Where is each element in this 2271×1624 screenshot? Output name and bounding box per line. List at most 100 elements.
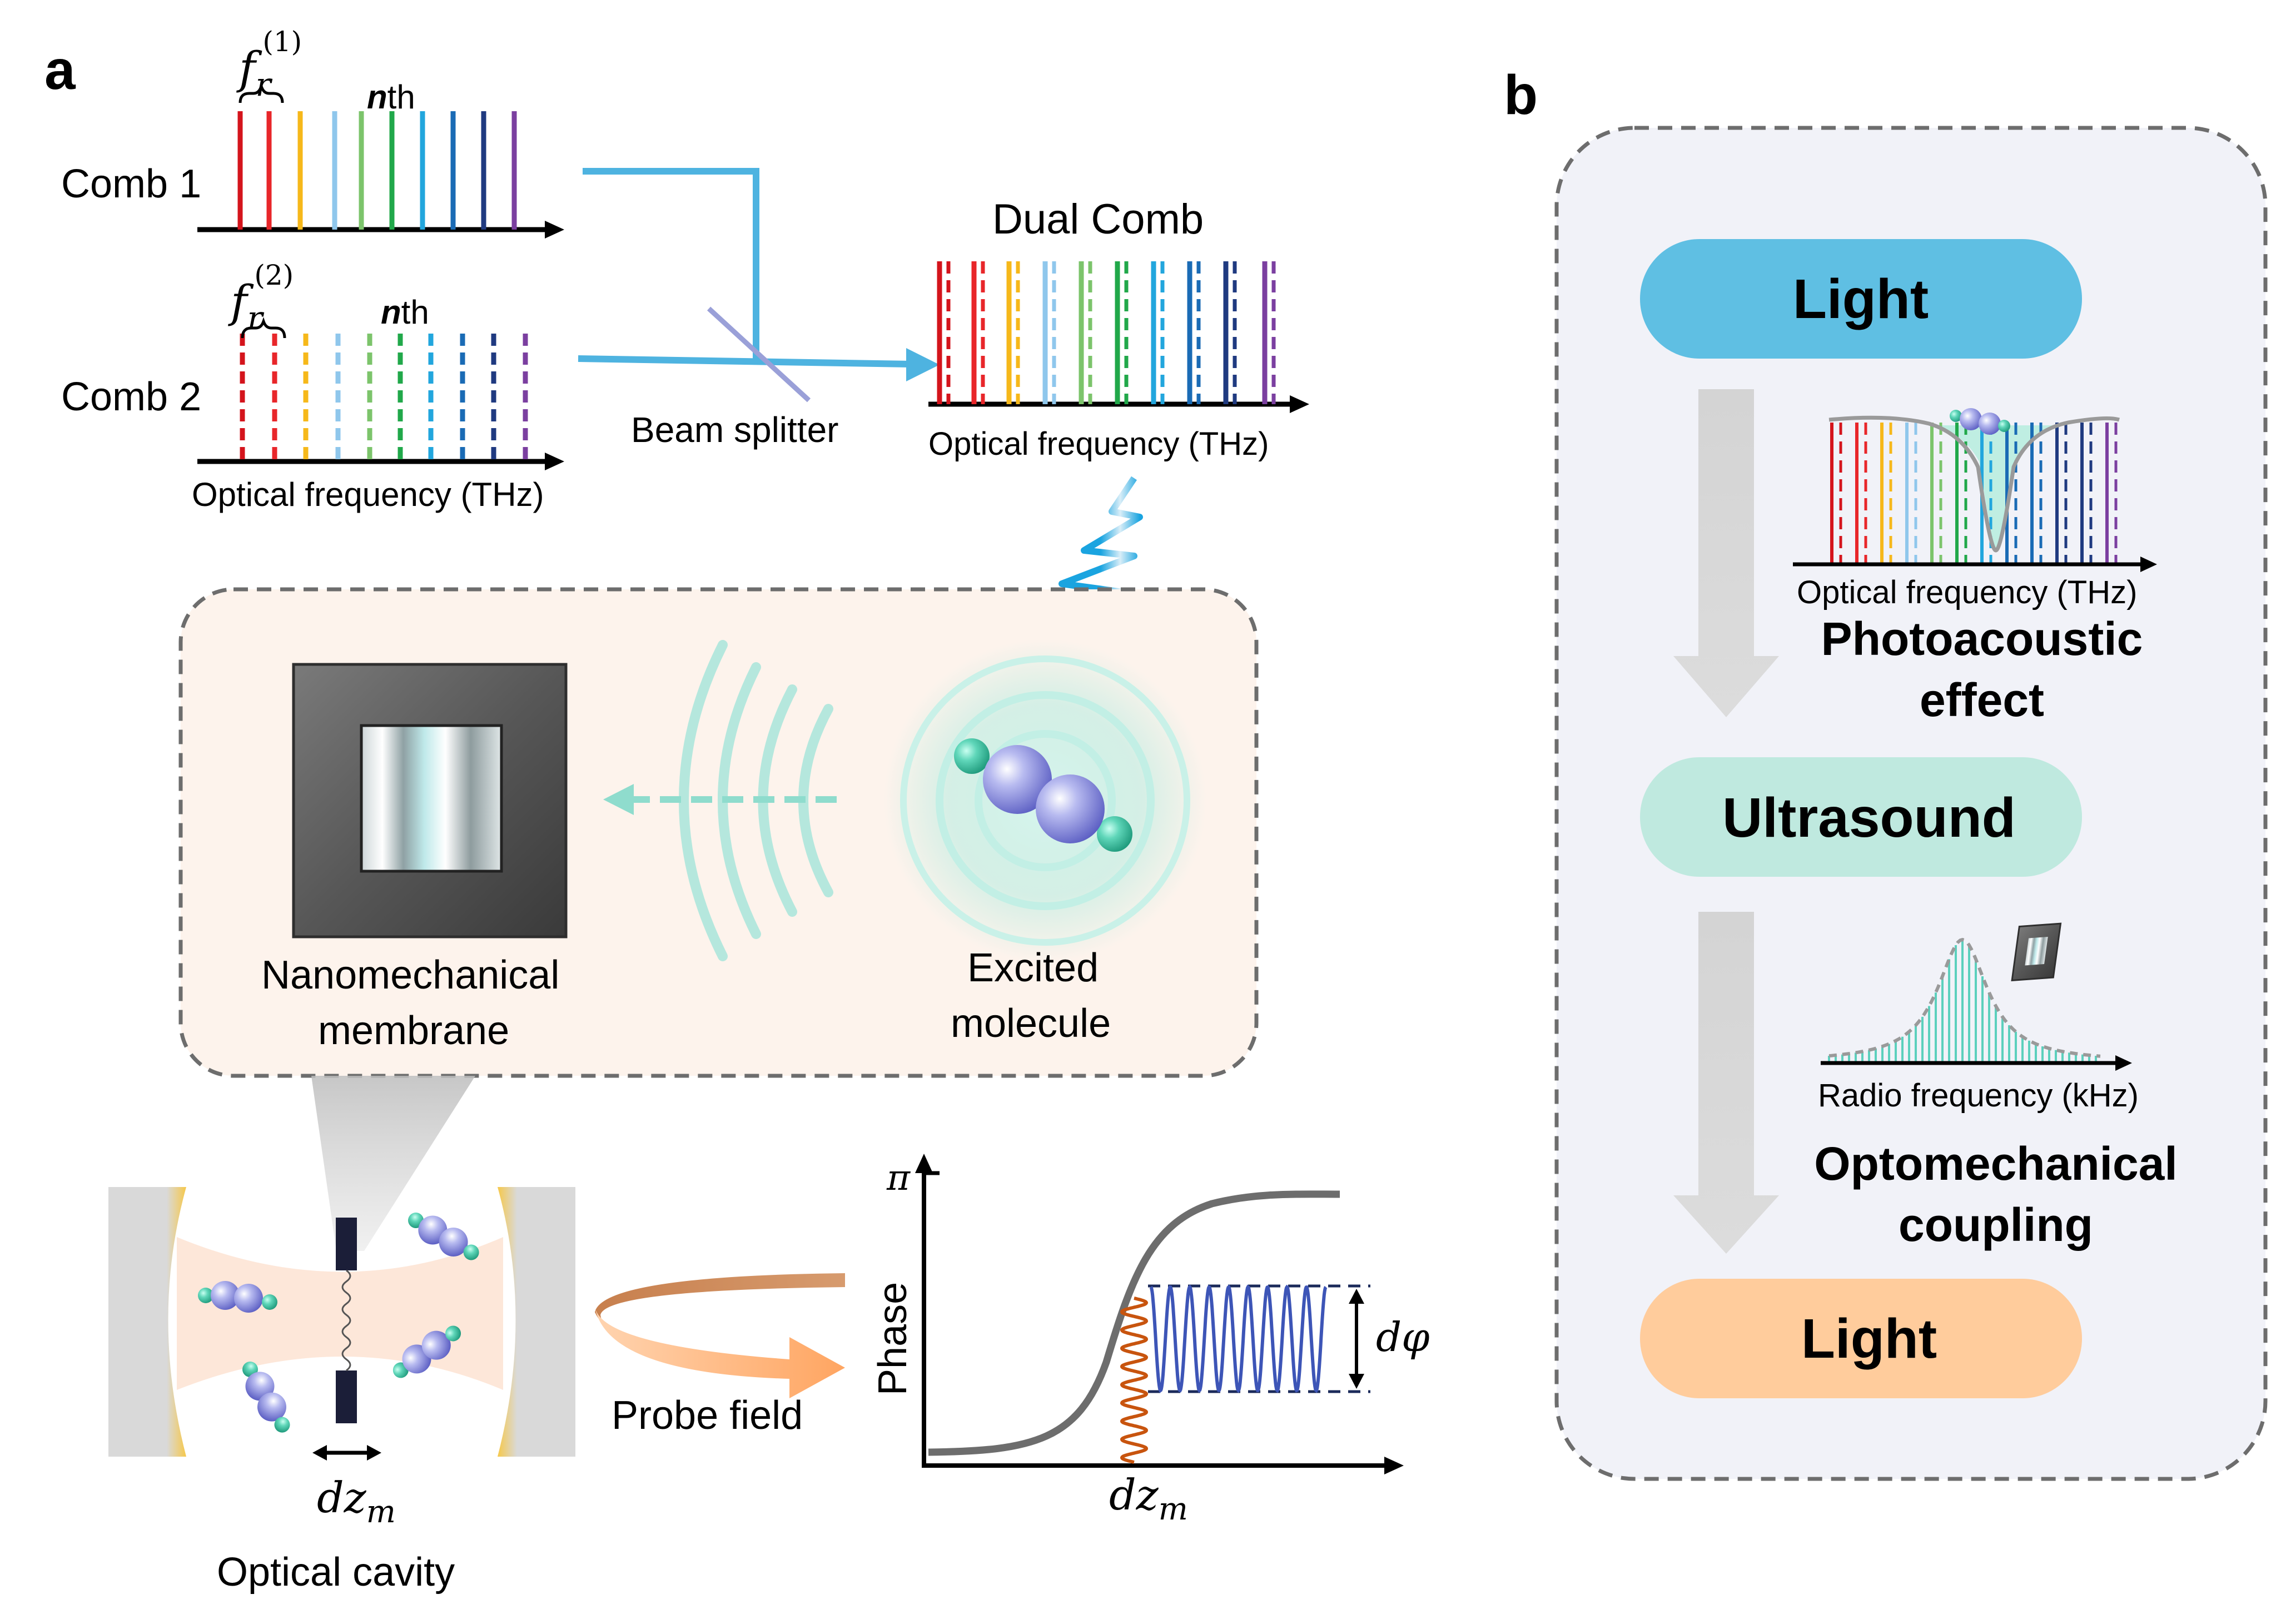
photoacoustic-label-line1: Photoacoustic xyxy=(1821,613,2143,665)
combined-beam xyxy=(578,355,912,367)
phase-plot-x-label: dzm xyxy=(1109,1470,1188,1527)
photoacoustic-label-line2: effect xyxy=(1920,674,2044,726)
absorption-dip-fill xyxy=(1929,425,2063,550)
displacement-oscillation xyxy=(1120,1297,1149,1464)
cavity-molecule-3 xyxy=(392,1325,461,1378)
light-input-box xyxy=(1640,239,2082,359)
beam-arrowhead xyxy=(906,348,940,381)
membrane-window xyxy=(360,724,503,873)
acoustic-arrowhead xyxy=(603,784,634,815)
molecule-label-line1: Excited xyxy=(967,946,1099,990)
dphi-arrowhead-bottom xyxy=(1349,1374,1364,1389)
membrane-label-line2: membrane xyxy=(318,1009,509,1053)
dphi-arrowhead-top xyxy=(1349,1289,1364,1304)
rf-axis-label: Radio frequency (kHz) xyxy=(1818,1077,2139,1114)
absorption-spectrum-inset: Optical frequency (THz) xyxy=(1793,408,2157,610)
molecule-atom-large-right xyxy=(1036,774,1105,843)
cavity-molecule-4 xyxy=(242,1362,290,1433)
dual-comb-axis-label: Optical frequency (THz) xyxy=(928,426,1269,462)
comb-2-rep-rate: fr(2) xyxy=(228,259,294,337)
beam-splitter-label: Beam splitter xyxy=(631,410,838,450)
optomechanical-label-line1: Optomechanical xyxy=(1814,1138,2178,1190)
absorption-spectrum-arrowhead xyxy=(2140,557,2157,572)
flow-arrow-1 xyxy=(1673,389,1779,717)
inset-molecule xyxy=(1950,408,2010,435)
comb-1-axis-arrowhead xyxy=(545,221,564,239)
probe-arrow xyxy=(595,1307,845,1398)
molecule-ripple-2 xyxy=(936,691,1155,910)
optomechanical-label-line2: coupling xyxy=(1899,1199,2093,1251)
molecule-atom-small-left xyxy=(954,738,990,774)
comb-2-label: Comb 2 xyxy=(61,375,201,419)
excited-molecule: Excited molecule xyxy=(884,639,1206,1046)
flow-arrow-2 xyxy=(1673,912,1779,1254)
absorption-spectrum-axis-label: Optical frequency (THz) xyxy=(1797,574,2137,610)
cavity-mirror-left xyxy=(108,1187,186,1457)
cavity-displacement-label: dzm xyxy=(317,1473,396,1530)
panel-a: a fr(1) nth Comb 1 fr(2) nth Comb 2 Opti… xyxy=(44,26,1430,1595)
membrane-label-line1: Nanomechanical xyxy=(261,953,559,997)
light-output-box xyxy=(1640,1279,2082,1398)
phase-plot-y-arrowhead xyxy=(915,1154,933,1173)
ultrasound-box xyxy=(1640,757,2082,877)
phase-plot-y-label: Phase xyxy=(871,1282,915,1395)
comb-1-rep-rate: fr(1) xyxy=(236,26,302,103)
comb-2-spectrum: fr(2) nth Comb 2 Optical frequency (THz) xyxy=(61,259,564,513)
comb-1-beam xyxy=(583,168,759,364)
light-input-label: Light xyxy=(1793,268,1929,330)
molecule-ripple-1 xyxy=(975,730,1116,871)
dual-comb-lines xyxy=(937,261,1276,404)
phase-response-curve xyxy=(928,1190,1340,1456)
phase-plot-pi-label: π xyxy=(886,1158,911,1199)
molecule-atom-small-right xyxy=(1097,816,1132,852)
cavity-label: Optical cavity xyxy=(217,1550,455,1595)
dual-comb-spectrum: Dual Comb Optical frequency (THz) xyxy=(928,196,1309,462)
dual-comb-title: Dual Comb xyxy=(992,196,1204,243)
rf-resonance-curve xyxy=(1828,937,2101,1058)
rf-axis-arrowhead xyxy=(2115,1055,2132,1071)
membrane-cross-section-top xyxy=(336,1218,357,1270)
comb-2-nth-label: nth xyxy=(381,294,429,331)
probe-ring-back xyxy=(595,1273,845,1345)
rf-resonance-inset: Radio frequency (kHz) xyxy=(1818,922,2139,1114)
cavity-molecule-1 xyxy=(198,1281,277,1313)
comb-1-spacing-brace xyxy=(238,81,284,103)
comb-2-spacing-brace xyxy=(241,317,286,339)
comb-1-spectrum: fr(1) nth Comb 1 xyxy=(61,26,564,239)
comb-2-axis-label: Optical frequency (THz) xyxy=(192,476,544,513)
beam-path: Beam splitter xyxy=(578,168,940,450)
mini-membrane-chip xyxy=(2011,922,2062,982)
comb-1-label: Comb 1 xyxy=(61,162,201,206)
displacement-arrowhead-right xyxy=(367,1445,381,1461)
phase-oscillation xyxy=(1149,1284,1328,1393)
cavity-mirror-right xyxy=(498,1187,575,1457)
membrane-cross-section-bottom xyxy=(336,1370,357,1423)
comb-2-lines xyxy=(240,334,528,461)
beam-splitter xyxy=(707,306,811,403)
optical-cavity: dzm Optical cavity xyxy=(108,1187,575,1595)
molecule-ripple-3 xyxy=(900,655,1190,946)
absorption-curve xyxy=(1828,415,2120,553)
comb-1-nth-label: nth xyxy=(367,78,415,116)
nanomechanical-membrane-chip: Nanomechanical membrane xyxy=(261,663,568,1053)
absorption-spectrum-lines xyxy=(1830,423,2118,563)
panel-a-label: a xyxy=(44,39,76,101)
comb-2-axis-arrowhead xyxy=(545,453,564,470)
probe-field: Probe field xyxy=(595,1273,845,1438)
molecule-atom-large-left xyxy=(983,745,1052,814)
panel-b-label: b xyxy=(1504,64,1538,126)
vibrating-membrane xyxy=(341,1269,351,1372)
molecule-label-line2: molecule xyxy=(951,1001,1111,1046)
displacement-arrowhead-left xyxy=(312,1445,327,1461)
phase-plot-x-arrowhead xyxy=(1384,1457,1404,1474)
phase-response-plot: π Phase dφ dzm xyxy=(871,1154,1430,1527)
comb-1-lines xyxy=(237,111,517,230)
rf-resonance-bars xyxy=(1828,940,2097,1062)
acoustic-wavefront-1 xyxy=(679,640,728,961)
light-output-label: Light xyxy=(1801,1308,1937,1370)
dual-comb-axis-arrowhead xyxy=(1290,395,1309,413)
zoom-cone xyxy=(311,1076,475,1251)
ultrasound-label: Ultrasound xyxy=(1722,787,2016,849)
cavity-molecule-2 xyxy=(408,1213,479,1260)
probe-field-label: Probe field xyxy=(612,1393,803,1438)
